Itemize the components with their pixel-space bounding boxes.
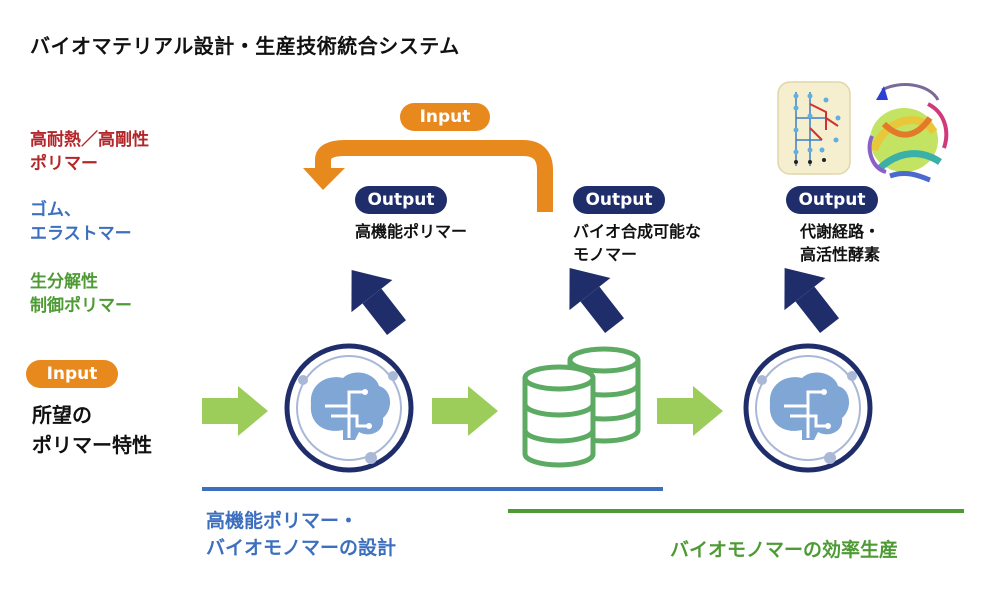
page-title: バイオマテリアル設計・生産技術統合システム [30,34,460,58]
flow-arrow-2 [432,386,498,436]
side-label-biodegradable: 生分解性 制御ポリマー [30,272,132,316]
flow-arrow-1 [202,386,268,436]
ai-brain-icon [284,343,414,473]
database-icon [522,346,641,468]
metabolic-pathway-icon [777,81,851,175]
flow-arrow-3 [657,386,723,436]
side-label-elastomer: ゴム、 エラストマー [30,200,132,244]
feedback-arrow [303,140,553,212]
ai-brain-icon [743,343,873,473]
output-label-polymer: 高機能ポリマー [355,222,468,241]
side-label-heat-resistant: 高耐熱／高剛性 ポリマー [30,130,149,174]
production-label: バイオモノマーの効率生産 [670,539,899,561]
output-pill-monomer: Output [573,186,665,214]
design-bar [202,487,663,491]
output-arrow-3 [784,268,840,333]
desired-properties-label: 所望の ポリマー特性 [32,403,152,457]
output-pill-polymer: Output [355,186,447,214]
output-label-monomer: バイオ合成可能な モノマー [573,222,702,264]
enzyme-structure-icon [867,83,949,183]
output-pill-enzyme: Output [786,186,878,214]
output-arrow-2 [569,268,625,333]
output-arrow-1 [351,270,407,335]
production-bar [508,509,964,513]
design-label: 高機能ポリマー・ バイオモノマーの設計 [206,510,397,559]
output-label-enzyme: 代謝経路・ 高活性酵素 [800,222,881,264]
input-pill-left: Input [26,360,118,388]
input-pill-top: Input [400,103,490,131]
